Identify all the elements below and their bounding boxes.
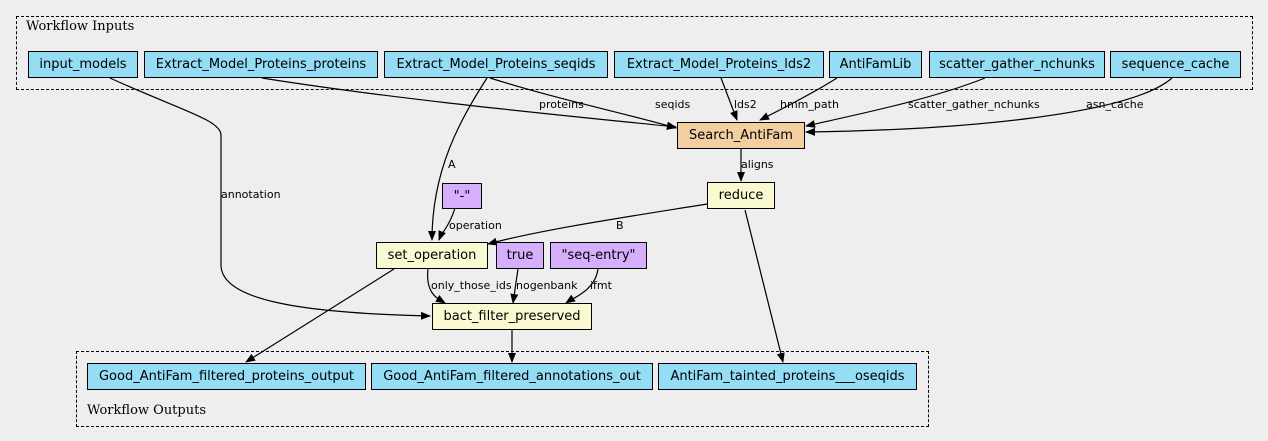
workflow-inputs-cluster [16, 16, 1253, 90]
edge-reduce-tainted [744, 209, 785, 363]
edge-setop-goodproteins [245, 268, 395, 363]
node-const-dash[interactable]: "-" [442, 183, 482, 209]
node-antifam-tainted-proteins-oseqids[interactable]: AntiFam_tainted_proteins___oseqids [658, 363, 917, 390]
node-const-true[interactable]: true [496, 242, 544, 269]
node-extract-model-proteins-lds2[interactable]: Extract_Model_Proteins_lds2 [614, 51, 824, 78]
node-set-operation[interactable]: set_operation [376, 242, 488, 269]
edge-label-scatter-gather: scatter_gather_nchunks [908, 98, 1040, 111]
edge-operation [438, 207, 456, 241]
workflow-outputs-label: Workflow Outputs [87, 403, 206, 418]
edge-label-lds2: lds2 [734, 98, 757, 111]
edge-asn-cache [805, 77, 1173, 136]
node-extract-model-proteins-proteins[interactable]: Extract_Model_Proteins_proteins [144, 51, 378, 78]
node-extract-model-proteins-seqids[interactable]: Extract_Model_Proteins_seqids [384, 51, 608, 78]
edge-label-aligns: aligns [741, 158, 774, 171]
node-antifamlib[interactable]: AntiFamLib [829, 51, 922, 78]
node-good-antifam-filtered-proteins-output[interactable]: Good_AntiFam_filtered_proteins_output [87, 363, 366, 390]
workflow-inputs-label: Workflow Inputs [26, 19, 135, 34]
edge-label-B: B [616, 219, 624, 232]
edge-seqids [489, 77, 677, 130]
edge-A [428, 77, 488, 241]
edge-label-asn-cache: asn_cache [1086, 98, 1144, 111]
node-input-models[interactable]: input_models [28, 51, 138, 78]
node-reduce[interactable]: reduce [707, 182, 775, 209]
edge-label-hmm-path: hmm_path [780, 98, 839, 111]
edge-lds2 [720, 77, 738, 121]
node-good-antifam-filtered-annotations-out[interactable]: Good_AntiFam_filtered_annotations_out [371, 363, 653, 390]
node-sequence-cache[interactable]: sequence_cache [1110, 51, 1241, 78]
node-const-seq-entry[interactable]: "seq-entry" [550, 242, 647, 269]
edge-annotation [109, 77, 431, 320]
edge-nogenbank [510, 268, 519, 304]
edge-scatter-gather [805, 77, 986, 128]
edge-label-annotation: annotation [221, 188, 281, 201]
edge-label-A: A [448, 158, 456, 171]
edge-B [487, 203, 708, 246]
edge-ifmt [565, 268, 599, 304]
edge-hmm-path [759, 77, 838, 121]
node-scatter-gather-nchunks[interactable]: scatter_gather_nchunks [929, 51, 1105, 78]
edge-proteins [261, 77, 677, 131]
edge-only-those-ids [427, 268, 446, 304]
node-bact-filter-preserved[interactable]: bact_filter_preserved [432, 303, 592, 330]
edge-label-only-those-ids: only_those_ids [431, 279, 512, 292]
edge-label-operation: operation [449, 219, 502, 232]
edge-label-seqids: seqids [655, 98, 691, 111]
workflow-outputs-cluster [76, 351, 929, 427]
node-search-antifam[interactable]: Search_AntiFam [677, 122, 805, 149]
edge-label-proteins: proteins [539, 98, 584, 111]
edge-label-nogenbank: nogenbank [516, 279, 578, 292]
edge-label-ifmt: ifmt [590, 279, 613, 292]
